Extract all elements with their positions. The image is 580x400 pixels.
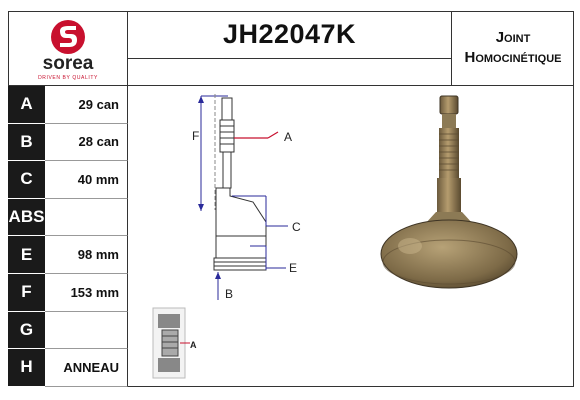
spec-row-b: B 28 can — [8, 123, 128, 162]
callouts: A C E B F — [192, 129, 301, 301]
spec-letter: H — [8, 349, 45, 387]
spec-row-abs: ABS — [8, 198, 128, 237]
detail-inset: A — [152, 307, 197, 379]
title-cell: JH22047K — [128, 11, 451, 86]
spline-a-outline — [219, 119, 235, 153]
spec-letter: C — [8, 161, 45, 199]
spec-value — [45, 311, 128, 350]
spec-letter: G — [8, 311, 45, 350]
spec-table: A 29 can B 28 can C 40 mm ABS E 98 mm F … — [8, 86, 128, 387]
bell-photo — [380, 219, 518, 289]
spec-value: 153 mm — [45, 274, 128, 312]
spec-row-c: C 40 mm — [8, 161, 128, 199]
shaft-nut-outline — [221, 97, 233, 121]
label-e: E — [289, 261, 297, 275]
spec-value: 40 mm — [45, 161, 128, 199]
label-b: B — [225, 287, 233, 301]
spec-value — [45, 198, 128, 237]
spec-value: ANNEAU — [45, 349, 128, 387]
bell-outline — [215, 187, 267, 237]
product-type-line1: Joint — [495, 29, 531, 46]
spec-value: 98 mm — [45, 236, 128, 274]
product-photo — [380, 95, 518, 289]
spec-letter: A — [8, 86, 45, 124]
detail-label-a: A — [190, 340, 197, 350]
spec-letter: F — [8, 274, 45, 312]
product-type-line2: Homocinétique — [464, 49, 562, 66]
label-a: A — [284, 130, 292, 144]
spec-letter: B — [8, 123, 45, 162]
spec-letter: E — [8, 236, 45, 274]
label-c: C — [292, 220, 301, 234]
brand-tagline: DRIVEN BY QUALITY — [38, 75, 98, 81]
nut-photo — [439, 95, 459, 115]
brand-name: sorea — [43, 53, 94, 74]
product-type-cell: Joint Homocinétique — [451, 11, 574, 86]
spec-row-h: H ANNEAU — [8, 349, 128, 387]
spec-row-e: E 98 mm — [8, 236, 128, 274]
spec-row-g: G — [8, 311, 128, 350]
product-reference: JH22047K — [128, 11, 451, 59]
sorea-logo: sorea DRIVEN BY QUALITY — [38, 20, 98, 81]
brand-logo-cell: sorea DRIVEN BY QUALITY — [8, 11, 128, 86]
drawing-area: A C E B F A — [128, 86, 574, 387]
schematic-diagram — [198, 94, 267, 271]
spec-row-f: F 153 mm — [8, 274, 128, 312]
spec-row-a: A 29 can — [8, 86, 128, 124]
spec-value: 29 can — [45, 86, 128, 124]
spec-value: 28 can — [45, 123, 128, 162]
spec-letter: ABS — [8, 198, 45, 237]
title-subrow — [128, 59, 451, 86]
technical-drawing: A C E B F A — [152, 94, 518, 379]
label-f: F — [192, 129, 199, 143]
